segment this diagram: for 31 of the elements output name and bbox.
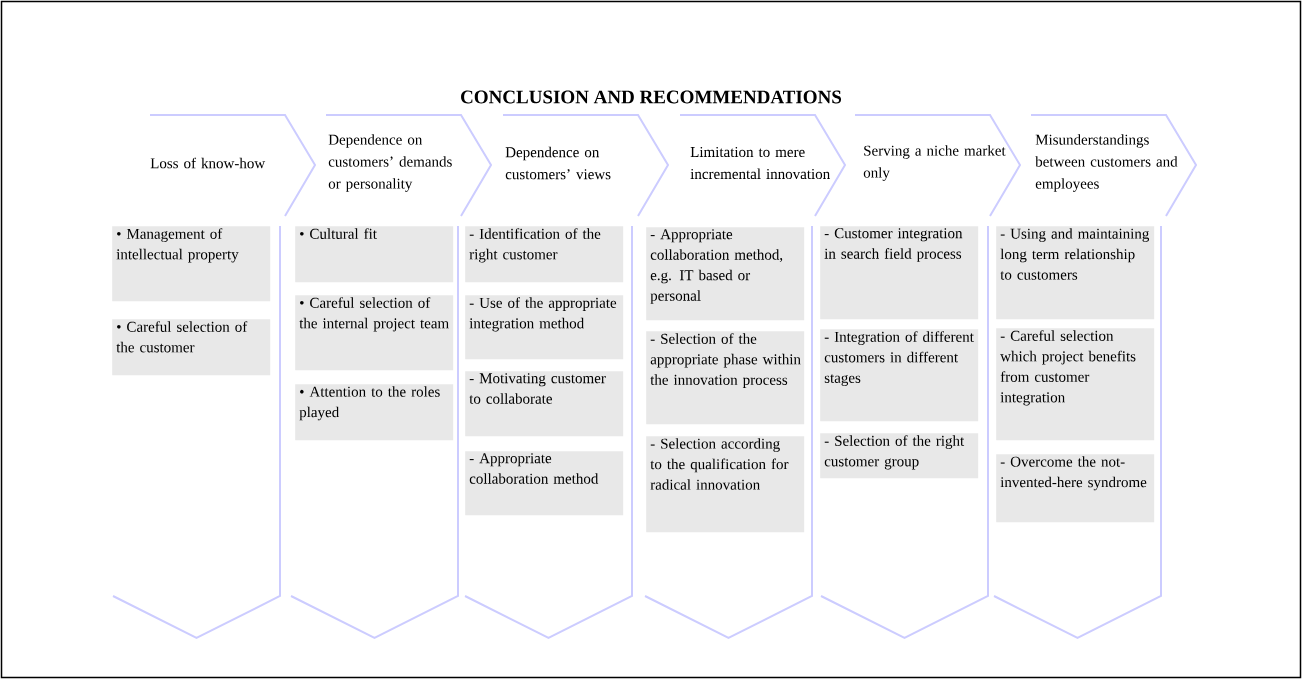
- chevron-header: Dependence on customers’ views: [502, 114, 670, 217]
- text-box: • Cultural fit: [295, 226, 454, 283]
- text-box: • Management of intellectual property: [112, 226, 271, 302]
- text-box: • Careful selection of the customer: [112, 319, 271, 376]
- chevron-header: Dependence on customers’ demands or personality: [325, 114, 493, 217]
- text-box: - Using and maintaining long term relationship to customers: [996, 226, 1155, 320]
- text-box: - Selection of the right customer group: [820, 433, 979, 479]
- column-chevron: [464, 225, 633, 640]
- text-box: - Careful selection which project benefits from customer integration: [996, 328, 1155, 441]
- chevron-header: Loss of know-how: [149, 114, 317, 217]
- column-chevron: [820, 225, 989, 640]
- text-box: • Careful selection of the internal project team: [295, 295, 454, 371]
- text-box: - Motivating customer to collaborate: [465, 371, 624, 437]
- text-box: - Selection according to the qualification for radical innovation: [646, 436, 805, 533]
- chevron-header: Limitation to mere incremental innovation: [679, 114, 847, 217]
- text-box: - Appropriate collaboration method, e.g. IT based or personal: [646, 227, 805, 321]
- text-box: - Use of the appropriate integration method: [465, 295, 624, 360]
- text-box: - Identification of the right customer: [465, 226, 624, 283]
- chevron-header: Serving a niche market only: [854, 114, 1022, 217]
- column-chevron: [112, 225, 281, 640]
- text-box: - Customer integration in search field process: [820, 226, 979, 320]
- text-box: - Integration of different customers in different stages: [820, 329, 979, 422]
- chevron-header: Misunderstandings between customers and employees: [1030, 114, 1198, 217]
- text-box: - Appropriate collaboration method: [465, 451, 624, 516]
- title: CONCLUSION AND RECOMMENDATIONS: [461, 90, 842, 104]
- column-chevron: [993, 225, 1162, 640]
- column-chevron: [290, 225, 459, 640]
- text-box: • Attention to the roles played: [295, 384, 454, 441]
- text-box: - Selection of the appropriate phase within the innovation process: [646, 331, 805, 425]
- text-box: - Overcome the not-invented-here syndrome: [996, 454, 1155, 523]
- column-chevron: [644, 225, 813, 640]
